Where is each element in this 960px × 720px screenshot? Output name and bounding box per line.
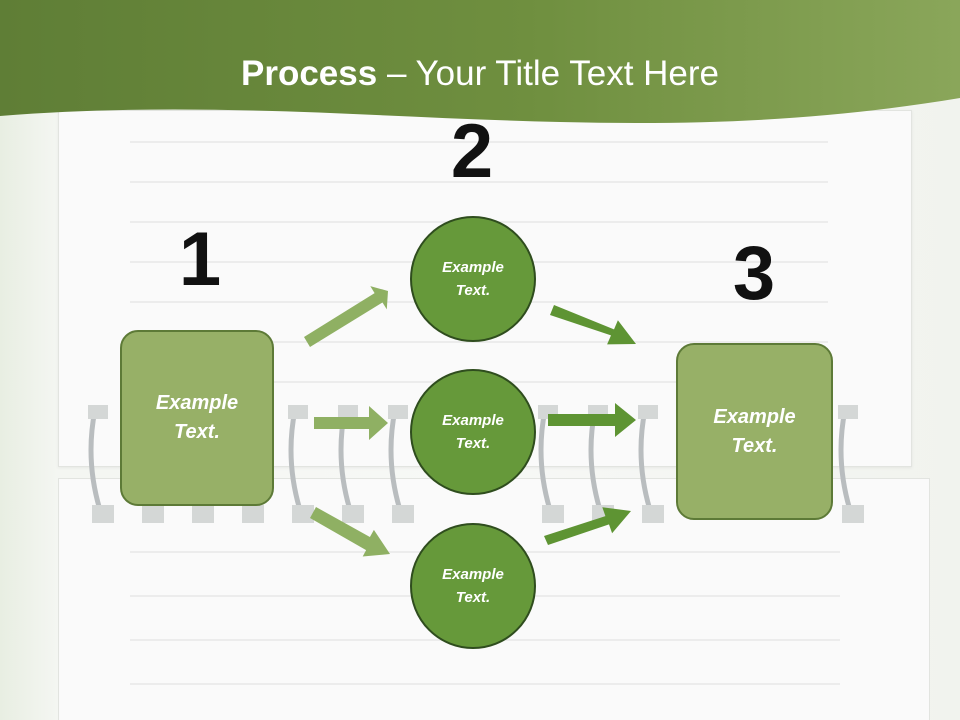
step2-circle-bottom-text: Example Text. xyxy=(442,566,504,606)
step-number-1: 1 xyxy=(178,217,222,302)
step2-circle-top-text: Example Text. xyxy=(442,259,504,299)
step3-box: Example Text. xyxy=(676,343,833,520)
arrow-bottom-to-step3 xyxy=(544,507,631,545)
step2-circle-bottom: Example Text. xyxy=(410,523,536,649)
step2-circle-middle-text: Example Text. xyxy=(442,412,504,452)
arrow-top-to-step3 xyxy=(550,305,636,345)
step3-text: Example Text. xyxy=(713,405,796,457)
arrow-step1-to-middle xyxy=(314,406,388,440)
step2-circle-middle: Example Text. xyxy=(410,369,536,495)
title-bold: Process xyxy=(241,54,378,93)
step1-text: Example Text. xyxy=(155,392,239,443)
step2-circle-top: Example Text. xyxy=(410,216,536,342)
step-number-3: 3 xyxy=(732,231,776,316)
arrow-step1-to-bottom xyxy=(310,507,390,557)
spiral-binding xyxy=(88,409,853,511)
step1-box: Example Text. xyxy=(120,330,274,506)
arrow-step1-to-top xyxy=(304,286,388,347)
header-banner xyxy=(0,0,960,123)
step-number-2: 2 xyxy=(450,109,494,194)
title-rest: – Your Title Text Here xyxy=(377,54,719,93)
page-title: Process – Your Title Text Here xyxy=(0,52,960,96)
arrow-middle-to-step3 xyxy=(548,403,636,437)
